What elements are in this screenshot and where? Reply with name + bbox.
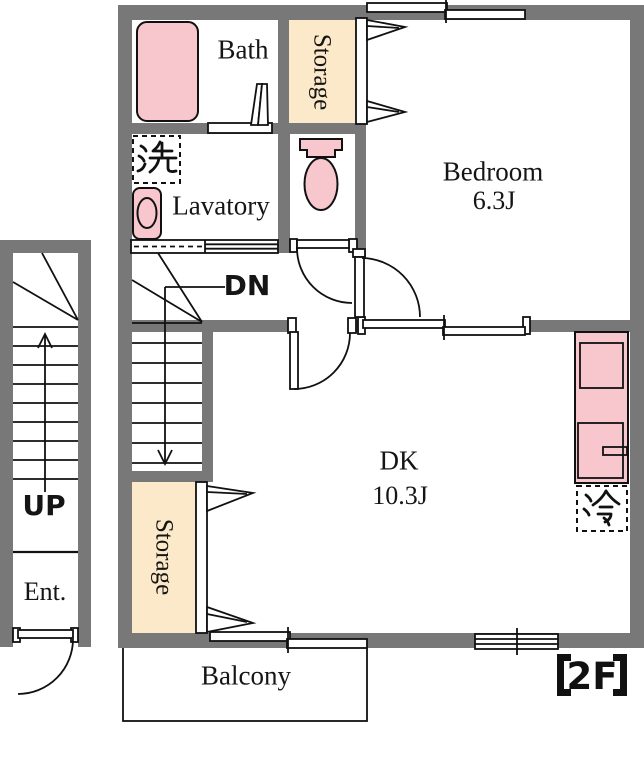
external-stairs bbox=[12, 252, 79, 554]
dn-arrow bbox=[157, 287, 173, 467]
wc-door bbox=[289, 238, 358, 304]
bath-threshold bbox=[207, 122, 273, 134]
storage-top-folding-door bbox=[366, 18, 409, 124]
bedroom-window bbox=[366, 0, 526, 23]
lavatory-sink bbox=[132, 187, 162, 240]
lavatory-sliding-door bbox=[130, 239, 279, 254]
storage-top-area bbox=[289, 17, 409, 125]
balcony-outline bbox=[122, 645, 368, 722]
up-label: UP bbox=[22, 489, 66, 522]
refrigerator-kanji-glyph bbox=[582, 489, 621, 527]
bath-label: Bath bbox=[217, 34, 269, 65]
bottom-window bbox=[474, 628, 559, 655]
lavatory-label: Lavatory bbox=[172, 190, 270, 221]
balcony-sliding-door bbox=[209, 627, 368, 653]
kitchen-counter bbox=[574, 331, 629, 484]
bedroom-size: 6.3J bbox=[472, 186, 516, 215]
dn-label: DN bbox=[223, 269, 271, 302]
storage-top-door-panel bbox=[355, 17, 368, 125]
exterior-stair-walls bbox=[0, 240, 91, 647]
laundry-kanji-glyph bbox=[136, 140, 178, 174]
bath-door bbox=[207, 83, 273, 134]
washing-machine-box bbox=[132, 135, 181, 184]
kitchen-stove bbox=[577, 422, 624, 479]
internal-stairs bbox=[131, 252, 225, 467]
entrance-door bbox=[12, 627, 79, 695]
toilet bbox=[299, 138, 343, 211]
storage-dk-folding-door bbox=[206, 484, 257, 634]
bedroom-label: Bedroom bbox=[442, 156, 544, 187]
floor-badge: 2F bbox=[557, 654, 627, 698]
storage-dk-area bbox=[132, 481, 257, 634]
divider-window bbox=[357, 315, 531, 340]
right-lenticular-bracket bbox=[613, 654, 627, 696]
floor-badge-text: 2F bbox=[566, 655, 617, 698]
ent-label: Ent. bbox=[23, 577, 67, 606]
left-lenticular-bracket bbox=[557, 654, 571, 696]
kitchen-stove-handle bbox=[602, 446, 628, 456]
dk-label: DK bbox=[379, 445, 419, 476]
up-arrow bbox=[37, 331, 53, 492]
balcony-label: Balcony bbox=[201, 660, 291, 691]
bathtub bbox=[136, 21, 199, 122]
storage-dk-label: Storage bbox=[150, 518, 178, 596]
bedroom-door bbox=[352, 248, 421, 318]
storage-dk-door-panel bbox=[195, 481, 208, 634]
storage-top-label: Storage bbox=[308, 33, 336, 111]
dk-door bbox=[287, 317, 357, 390]
kitchen-sink bbox=[579, 342, 624, 389]
dk-size: 10.3J bbox=[372, 481, 428, 510]
